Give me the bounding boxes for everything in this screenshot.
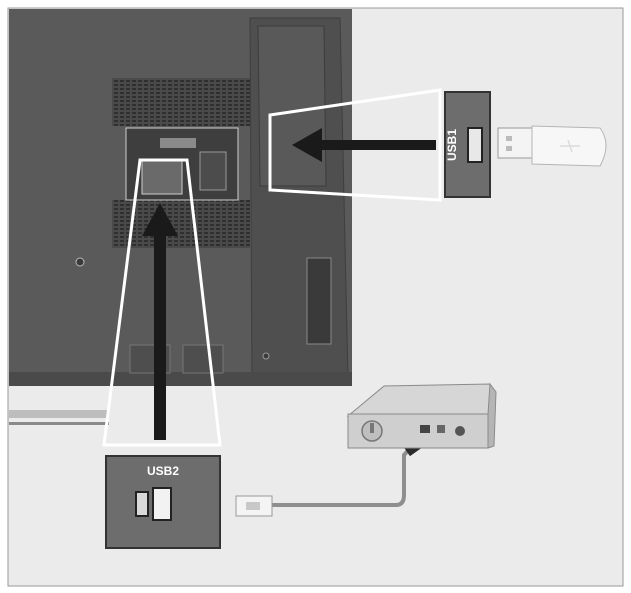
usb2-arrow-shaft — [154, 232, 166, 440]
vent-grille-top — [112, 78, 250, 126]
usb2-zoom-outline — [102, 158, 222, 447]
hdd-dc-port — [437, 425, 445, 433]
usb2-label: USB2 — [147, 464, 179, 478]
tv-stand-bar — [9, 410, 109, 418]
screw-hole — [262, 352, 270, 360]
side-buttons — [306, 257, 332, 345]
usb-stick-plug-hole — [506, 136, 512, 141]
hdd-side — [487, 382, 497, 449]
usb1-zoom-outline — [268, 88, 442, 202]
usb-cable-plug-hole — [246, 502, 260, 510]
usb2-port-area — [141, 159, 183, 195]
tv-stand-line — [9, 422, 109, 425]
usb-stick-logo-icon — [560, 139, 580, 153]
usb1-callout: USB1 — [268, 88, 491, 202]
usb2-arrow-head — [142, 203, 178, 236]
usb2-callout: USB2 — [102, 158, 222, 549]
tv-inner-recess — [257, 25, 327, 187]
hdd-usb-port — [420, 425, 430, 433]
usb-stick — [497, 125, 607, 167]
usb1-port — [467, 127, 483, 163]
port-row — [160, 138, 196, 148]
usb2-port — [152, 487, 172, 521]
external-hard-drive — [346, 382, 497, 449]
usb1-label: USB1 — [445, 129, 459, 161]
usb-stick-plug — [497, 127, 533, 159]
tv-rear — [9, 9, 352, 425]
tv-bottom-strip — [9, 372, 352, 386]
usb1-arrow-head — [292, 128, 322, 162]
side-ports — [199, 151, 227, 191]
screw-hole — [75, 257, 85, 267]
stand-mount — [182, 344, 224, 374]
usb2-port-small — [135, 491, 149, 517]
hdd-button — [455, 426, 465, 436]
usb1-arrow-shaft — [318, 140, 436, 150]
usb-stick-plug-hole — [506, 146, 512, 151]
usb-cable-wire — [272, 442, 416, 507]
hdd-power-icon-mark — [370, 423, 374, 433]
